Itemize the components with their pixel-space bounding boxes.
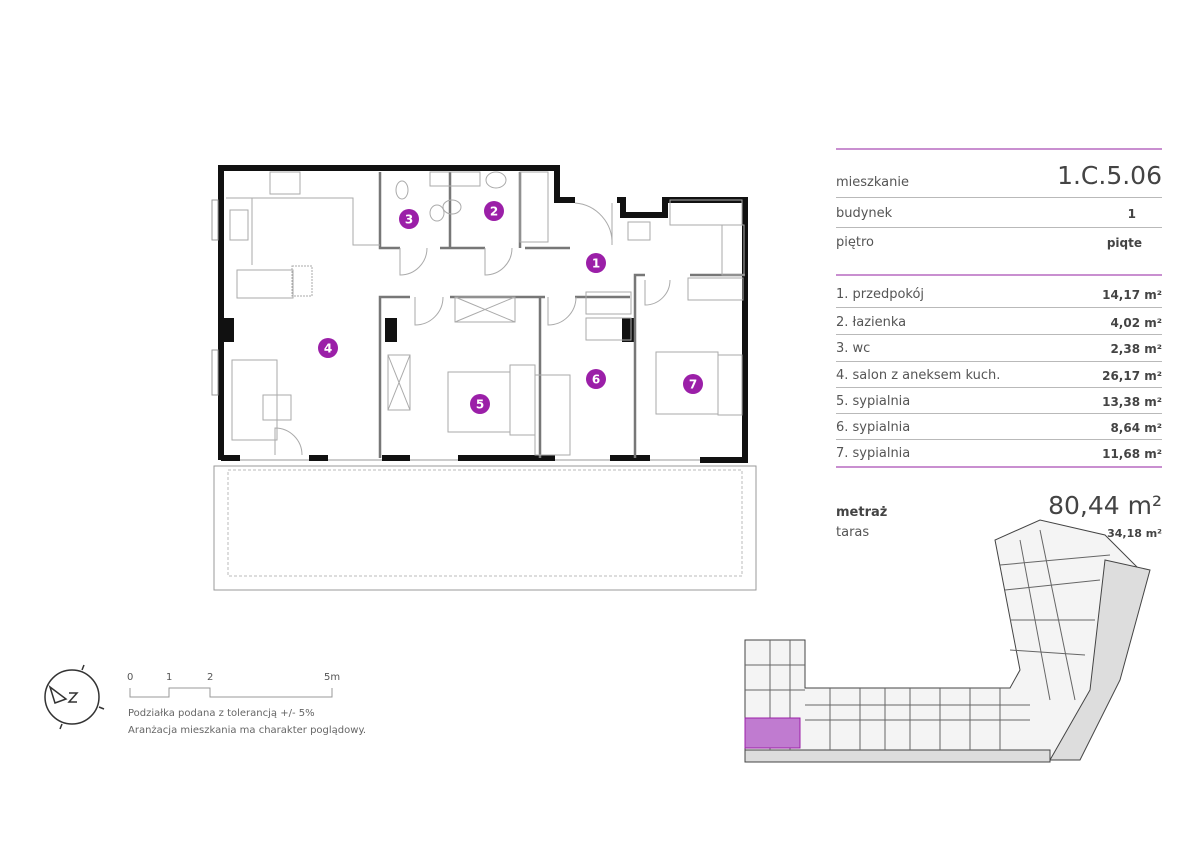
svg-text:1: 1: [592, 257, 600, 271]
room-marker-4: 4: [318, 338, 338, 358]
floor-label: piętro: [836, 235, 874, 250]
highlighted-apartment: [744, 717, 801, 749]
terrace-label: taras: [836, 525, 870, 540]
building-value: 1: [1127, 207, 1136, 221]
svg-text:0: 0: [127, 672, 133, 683]
svg-text:7: 7: [689, 378, 697, 392]
svg-text:1: 1: [166, 672, 172, 683]
svg-text:6: 6: [592, 373, 600, 387]
building-label: budynek: [836, 206, 893, 221]
total-area-label: metraż: [836, 505, 888, 520]
terrace: [213, 465, 757, 591]
room-marker-7: 7: [683, 374, 703, 394]
room-marker-6: 6: [586, 369, 606, 389]
arrangement-note: Aranżacja mieszkania ma charakter pogląd…: [128, 725, 367, 736]
svg-text:5: 5: [476, 398, 484, 412]
scale-tolerance-note: Podziałka podana z tolerancją +/- 5%: [128, 708, 315, 719]
room-markers: 1 2 3 4 5 6 7: [318, 201, 703, 414]
doors: [274, 202, 671, 456]
scale-bar: [129, 687, 333, 698]
svg-text:5m: 5m: [324, 672, 340, 683]
outer-walls: [218, 165, 748, 463]
north-compass-icon: [44, 664, 105, 730]
site-plan-key: [744, 519, 1151, 763]
terrace-area: 34,18 m²: [1107, 527, 1162, 540]
room-marker-2: 2: [484, 201, 504, 221]
room-marker-5: 5: [470, 394, 490, 414]
svg-text:2: 2: [207, 672, 213, 683]
room-marker-3: 3: [399, 209, 419, 229]
svg-text:2: 2: [490, 205, 498, 219]
svg-text:3: 3: [405, 213, 413, 227]
windows: [211, 199, 700, 461]
room-marker-1: 1: [586, 253, 606, 273]
furniture: [226, 171, 745, 456]
scale-labels: 0 1 2 5m: [127, 672, 340, 683]
apartment-label: mieszkanie: [836, 175, 909, 190]
interior-walls: [378, 172, 745, 458]
total-area-value: 80,44 m²: [1048, 491, 1162, 520]
room-row: 4. salon z aneksem kuch.26,17 m²: [836, 368, 1162, 383]
apartment-number: 1.C.5.06: [1057, 161, 1162, 190]
floor-value: piqte: [1106, 236, 1142, 250]
svg-text:4: 4: [324, 342, 332, 356]
